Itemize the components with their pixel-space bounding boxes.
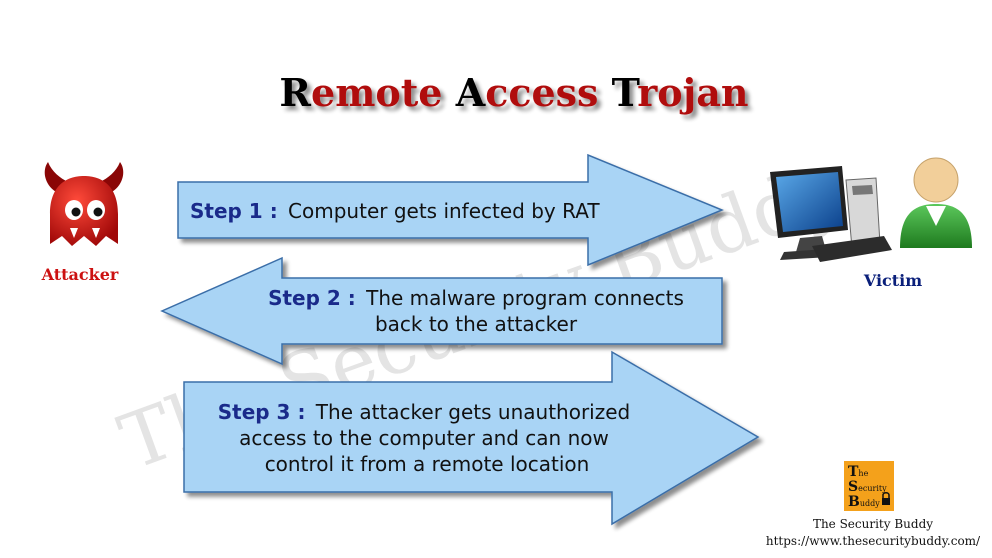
title-initial-r: R: [279, 70, 311, 115]
step-1-text: Step 1 : Computer gets infected by RAT: [190, 199, 600, 223]
page-title: Remote Access Trojan: [279, 70, 748, 115]
step-3-line-2: access to the computer and can now: [239, 426, 609, 450]
step-2-line-1: The malware program connects: [365, 286, 684, 310]
step-1-line-1: Computer gets infected by RAT: [288, 199, 600, 223]
computer-icon: [770, 166, 892, 262]
title-part-emote: emote: [311, 70, 456, 115]
logo-letter-b: B: [848, 494, 860, 510]
title-initial-t: T: [612, 70, 640, 115]
logo-word-he: he: [858, 469, 868, 478]
brand-name: The Security Buddy: [813, 517, 933, 531]
brand-logo: The Security Buddy: [844, 461, 894, 511]
step-3-label: Step 3 :: [218, 400, 306, 424]
title-part-rojan: rojan: [637, 70, 748, 115]
logo-letter-s: S: [848, 479, 858, 495]
step-3-line-3: control it from a remote location: [265, 452, 590, 476]
logo-line-1: The: [848, 464, 869, 480]
logo-letter-t: T: [848, 464, 859, 480]
title-initial-a: A: [455, 70, 486, 115]
brand-url[interactable]: https://www.thesecuritybuddy.com/: [766, 534, 981, 548]
title-part-ccess: ccess: [485, 70, 611, 115]
victim-label: Victim: [863, 271, 922, 290]
logo-word-uddy: uddy: [860, 499, 880, 508]
step-1-arrow: [177, 153, 724, 267]
step-2-label: Step 2 :: [268, 286, 356, 310]
logo-line-2: Security: [848, 479, 887, 495]
logo-line-3: Buddy: [848, 494, 880, 510]
step-3-line-1: The attacker gets unauthorized: [315, 400, 630, 424]
attacker-label: Attacker: [41, 265, 119, 284]
step-2-line-2: back to the attacker: [375, 312, 578, 336]
logo-word-ecurity: ecurity: [858, 484, 887, 493]
devil-icon: [44, 162, 124, 246]
user-icon: [900, 157, 972, 248]
step-3-text: Step 3 : The attacker gets unauthorized: [218, 400, 630, 424]
step-3-arrow: [183, 350, 760, 526]
step-2-arrow: [160, 256, 723, 366]
step-2-text: Step 2 : The malware program connects: [268, 286, 684, 310]
lock-icon: [882, 492, 890, 505]
step-1-label: Step 1 :: [190, 199, 278, 223]
